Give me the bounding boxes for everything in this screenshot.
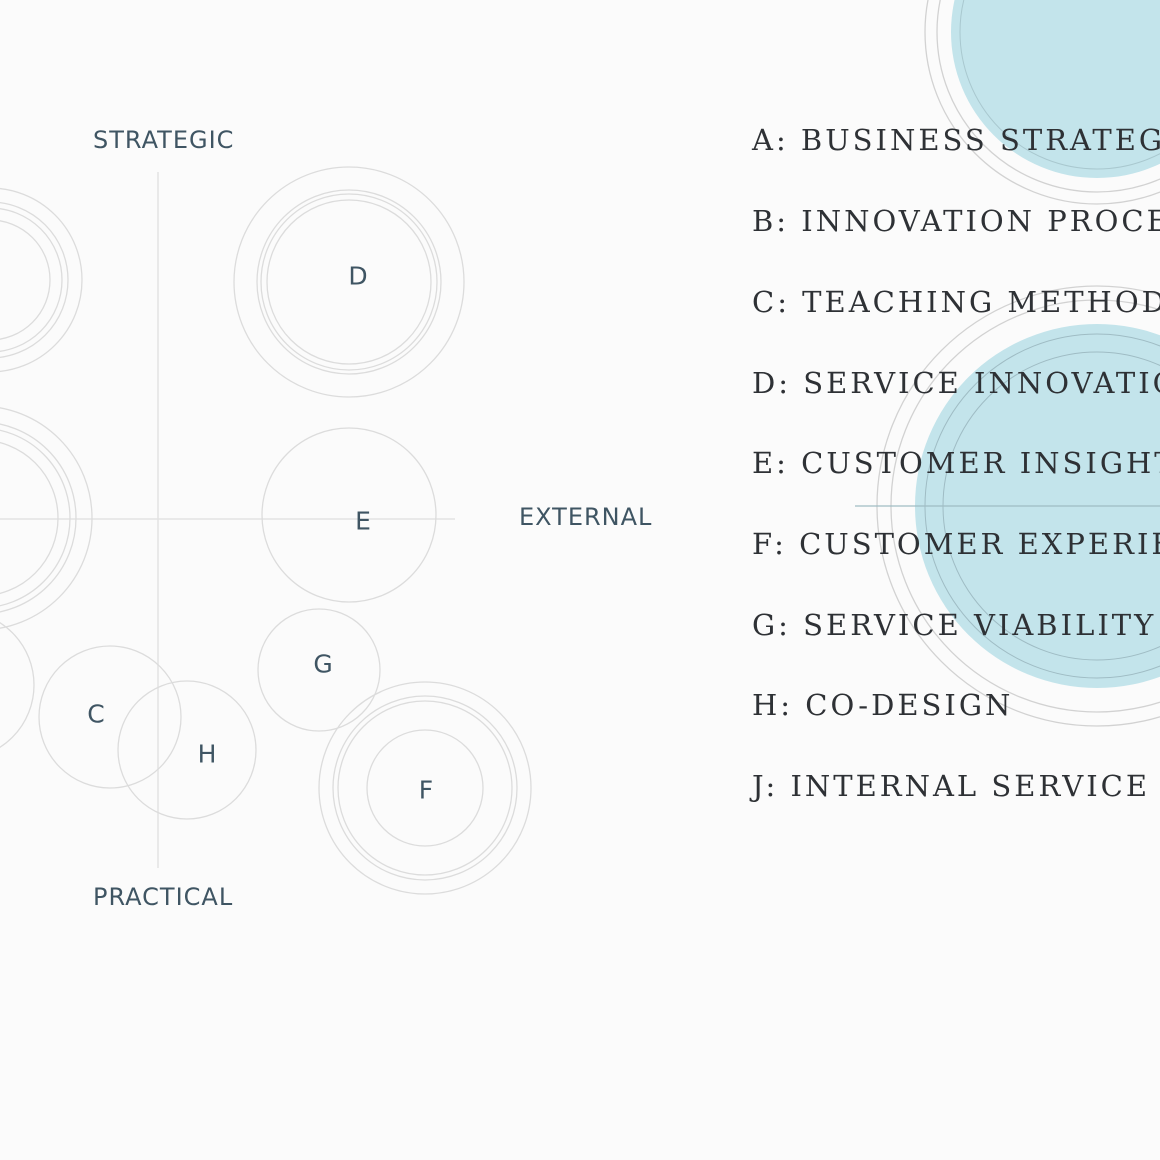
axis-label-external: EXTERNAL bbox=[519, 503, 653, 531]
circle-label-h: H bbox=[197, 739, 217, 769]
axis-label-practical: PRACTICAL bbox=[93, 883, 234, 911]
legend-item-g: G: SERVICE VIABILITY bbox=[752, 608, 1157, 642]
legend-item-c: C: TEACHING METHODS bbox=[752, 285, 1160, 319]
circle-c-ring bbox=[38, 645, 182, 789]
left-edge-circles bbox=[0, 187, 93, 749]
circle-d-rings bbox=[233, 166, 465, 398]
legend-item-d: D: SERVICE INNOVATION bbox=[752, 366, 1160, 400]
axis-label-strategic: STRATEGIC bbox=[93, 126, 235, 154]
legend-item-e: E: CUSTOMER INSIGHT bbox=[752, 446, 1160, 480]
legend-item-j: J: INTERNAL SERVICE DESIGN bbox=[752, 769, 1160, 803]
circle-e-ring bbox=[261, 427, 437, 603]
decor-top-circle bbox=[924, 0, 1160, 205]
circle-g-ring bbox=[257, 608, 381, 732]
legend-item-h: H: CO-DESIGN bbox=[752, 688, 1014, 722]
circle-label-e: E bbox=[355, 506, 371, 536]
decor-middle-circle bbox=[855, 285, 1160, 727]
circle-label-f: F bbox=[418, 775, 434, 805]
circle-label-d: D bbox=[348, 261, 368, 291]
circle-h-ring bbox=[117, 680, 257, 820]
circle-label-g: G bbox=[313, 649, 333, 679]
legend-item-a: A: BUSINESS STRATEGY bbox=[752, 123, 1160, 157]
circle-label-c: C bbox=[87, 699, 105, 729]
circle-f-rings bbox=[318, 681, 532, 895]
legend-item-f: F: CUSTOMER EXPERIENCE bbox=[752, 527, 1160, 561]
legend-item-b: B: INNOVATION PROCESS bbox=[752, 204, 1160, 238]
